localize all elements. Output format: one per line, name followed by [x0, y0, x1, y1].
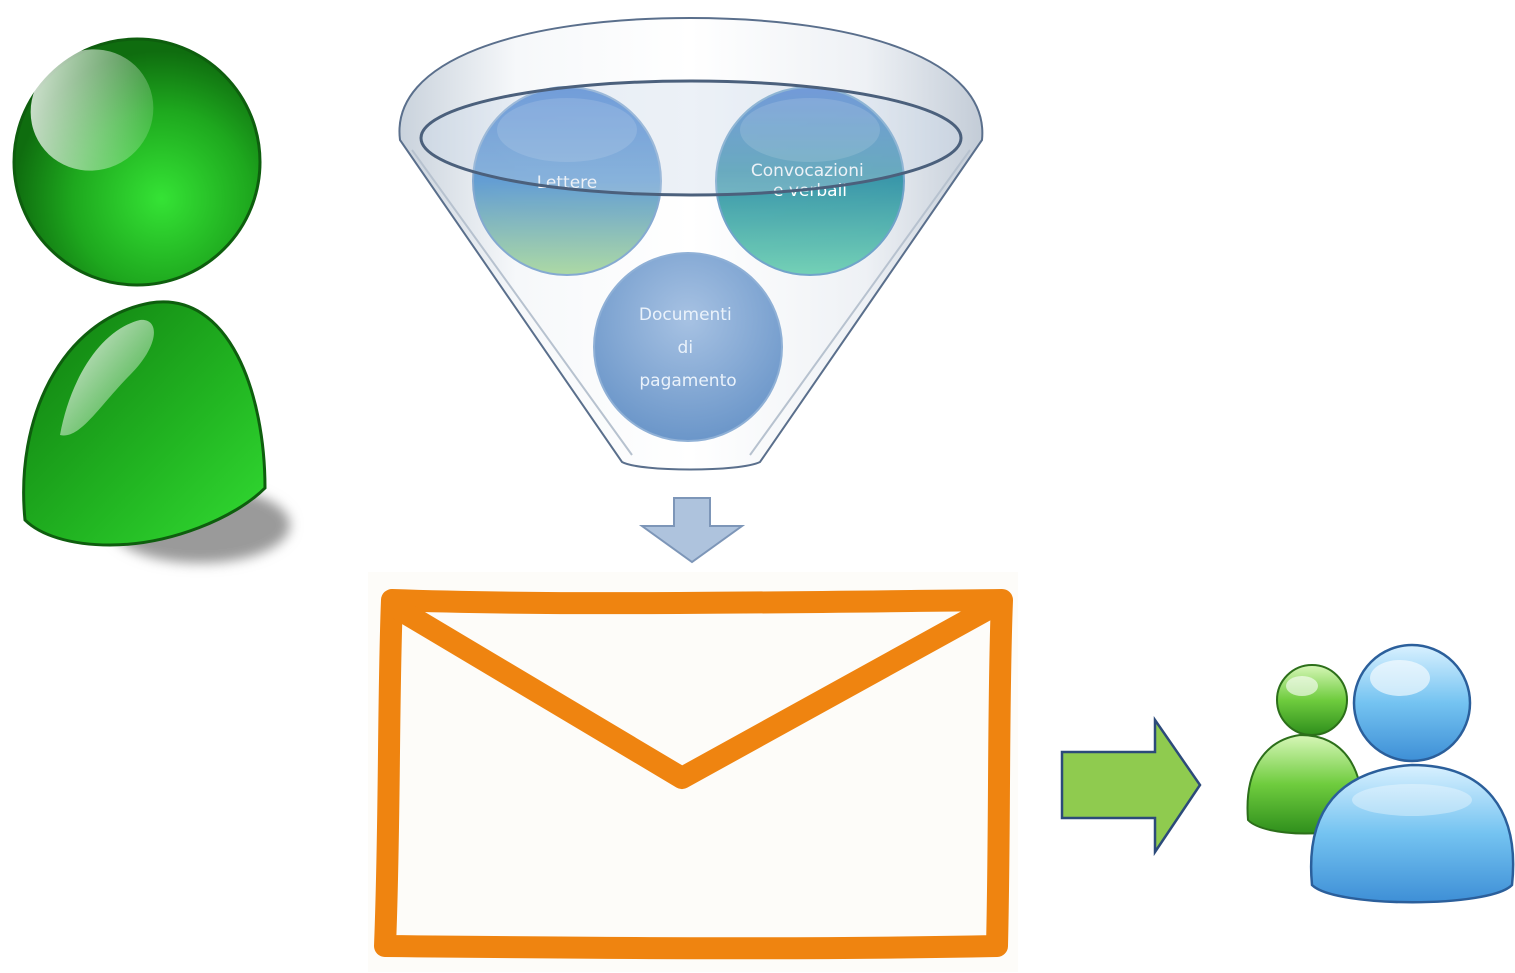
funnel-item-label: Documenti di pagamento: [639, 305, 737, 391]
envelope-flap: [389, 597, 1001, 789]
funnel-diagram: Lettere Convocazioni e verbali Documenti…: [398, 16, 984, 471]
label-line: Convocazioni: [751, 161, 864, 181]
sender-body: [22, 300, 267, 547]
label-line: di: [678, 338, 694, 358]
arrow-right-icon: [1060, 715, 1202, 857]
envelope-outline: [374, 589, 1013, 960]
funnel-item-documenti: Documenti di pagamento: [593, 252, 783, 442]
funnel-rim: [419, 79, 963, 197]
label-line: pagamento: [639, 371, 736, 391]
sender-person-icon: [12, 37, 290, 563]
label-line: Documenti: [639, 305, 732, 325]
users-icon: [1246, 643, 1515, 904]
sender-body-gloss: [60, 319, 154, 436]
sender-head-gloss: [30, 49, 154, 171]
arrow-down-icon: [638, 497, 746, 564]
recipient-blue-user: [1309, 643, 1515, 904]
funnel-inner-edge: [411, 149, 971, 456]
envelope-icon: [368, 572, 1018, 972]
